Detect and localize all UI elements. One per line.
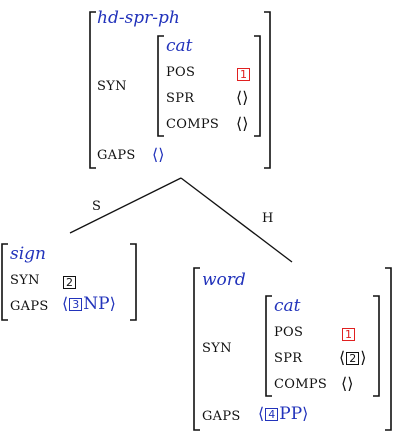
right-gaps-cat: PP <box>279 404 303 424</box>
root-comps-value: ⟨⟩ <box>236 114 249 133</box>
right-pos-tag: 1 <box>342 328 355 341</box>
root-type: hd-spr-ph <box>97 8 180 28</box>
left-syn-value: 2 <box>62 272 77 291</box>
left-syn-label: SYN <box>10 273 40 288</box>
right-syn-label: SYN <box>202 341 232 356</box>
right-gaps-label: GAPS <box>202 409 241 424</box>
right-cat-type: cat <box>274 296 301 316</box>
left-gaps-cat: NP <box>83 294 110 314</box>
root-cat-right-bracket <box>254 35 261 137</box>
right-cat-right-bracket <box>373 295 380 397</box>
left-left-bracket <box>1 243 8 321</box>
root-gaps-label: GAPS <box>97 148 136 163</box>
branch-line-right <box>180 177 293 263</box>
branch-label-left: S <box>92 199 102 214</box>
left-syn-tag: 2 <box>63 276 76 289</box>
branch-line-left <box>69 177 182 234</box>
left-right-bracket <box>130 243 137 321</box>
right-right-bracket <box>385 267 392 431</box>
root-syn-label: SYN <box>97 79 127 94</box>
left-type: sign <box>10 244 46 264</box>
right-comps-label: COMPS <box>274 377 328 392</box>
root-spr-value: ⟨⟩ <box>236 88 249 107</box>
right-left-bracket <box>193 267 200 431</box>
right-spr-value: ⟨2⟩ <box>339 348 367 367</box>
root-spr-label: SPR <box>166 91 195 106</box>
right-gaps-tag: 4 <box>265 408 279 421</box>
right-type: word <box>202 270 246 290</box>
right-pos-value: 1 <box>341 324 356 343</box>
root-gaps-value: ⟨⟩ <box>152 145 165 164</box>
branch-label-right: H <box>262 211 274 226</box>
root-left-bracket <box>89 11 96 169</box>
root-pos-label: POS <box>166 65 196 80</box>
root-pos-value: 1 <box>236 64 251 83</box>
right-spr-tag: 2 <box>346 352 360 365</box>
right-spr-label: SPR <box>274 351 303 366</box>
right-pos-label: POS <box>274 325 304 340</box>
root-pos-tag: 1 <box>237 68 250 81</box>
right-comps-value: ⟨⟩ <box>341 374 354 393</box>
left-gaps-label: GAPS <box>10 299 49 314</box>
root-comps-label: COMPS <box>166 117 220 132</box>
right-cat-left-bracket <box>265 295 272 397</box>
root-cat-left-bracket <box>157 35 164 137</box>
root-right-bracket <box>264 11 271 169</box>
root-cat-type: cat <box>166 36 193 56</box>
left-gaps-tag: 3 <box>69 298 83 311</box>
